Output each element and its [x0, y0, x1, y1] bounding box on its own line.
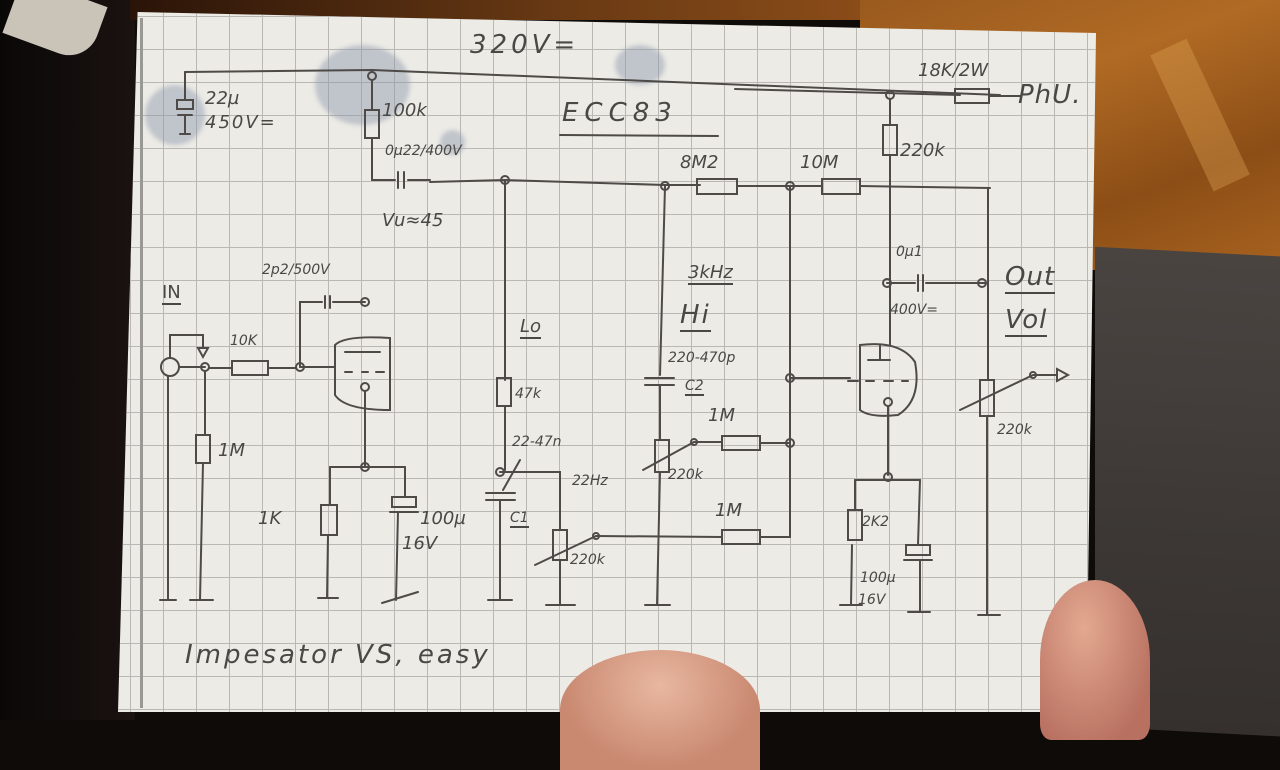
cathode-resistor-2-label: 2K2 [862, 514, 889, 530]
resistor-47k [496, 377, 512, 407]
output-label: Out [1005, 262, 1056, 294]
resistor-10m [821, 178, 861, 195]
cathode-resistor-1k [320, 504, 338, 536]
plate-resistor-2-label: 220k [900, 140, 945, 161]
lo-section-label: Lo [520, 316, 542, 339]
dropper-resistor [954, 88, 990, 104]
finger [1040, 580, 1150, 740]
plate-resistor-1-label: 100k [382, 100, 427, 121]
cathode-resistor-1-label: 1K [258, 508, 282, 529]
coupling-cap-label: 0µ22/400V [385, 143, 462, 159]
lo-frequency: 22Hz [572, 473, 608, 489]
tube-1-envelope [334, 336, 391, 412]
hi-cap-range: 220-470p [668, 350, 736, 366]
feedback-r1-label: 8M2 [680, 152, 719, 173]
output-cap-voltage: 400V= [890, 302, 939, 318]
cathode-cap-2-voltage: 16V [858, 592, 886, 608]
water-stain [145, 85, 205, 145]
junction-node [360, 297, 370, 307]
capacitor-c2 [644, 377, 675, 386]
lo-resistor-label: 47k [515, 386, 541, 402]
cathode-capacitor-2 [905, 544, 931, 556]
grid-leak-label: 1M [218, 440, 245, 461]
feedback-capacitor [324, 295, 331, 309]
lo-mix-resistor-label: 1M [715, 500, 742, 521]
schematic-drawing [159, 68, 1071, 616]
output-cap-label: 0µ1 [896, 244, 923, 260]
output-capacitor [917, 274, 924, 292]
input-resistor-10k [231, 360, 269, 376]
cathode-resistor-2k2 [847, 509, 863, 541]
cap-c1-label: C1 [510, 510, 529, 528]
volume-pot-label: 220k [997, 422, 1032, 438]
tube-2-envelope [859, 343, 918, 417]
water-stain [440, 130, 465, 155]
supply-source-label: PhU. [1018, 80, 1082, 110]
hi-mix-resistor-1m [721, 435, 761, 451]
supply-voltage-label: 320V= [470, 30, 580, 60]
paper-fold-line [140, 18, 143, 708]
supply-rail-lower [734, 88, 961, 96]
background-left [0, 0, 135, 720]
cathode-capacitor-100u [391, 496, 417, 508]
plate-resistor-100k [364, 109, 380, 139]
lo-cap-range: 22-47n [512, 434, 562, 450]
input-resistor-label: 10K [230, 333, 257, 349]
gain-note: Vu≈45 [382, 210, 444, 231]
hi-section-label: Hi [680, 300, 711, 332]
cathode-cap-1-label: 100µ [420, 508, 466, 529]
resistor-8m2 [696, 178, 738, 195]
lo-pot-label: 220k [570, 552, 605, 568]
dropper-resistor-label: 18K/2W [918, 60, 989, 81]
hi-frequency: 3kHz [688, 262, 733, 285]
hi-pot-label: 220k [668, 467, 703, 483]
coupling-capacitor [397, 171, 405, 189]
supply-rail [184, 68, 1001, 96]
background-top [130, 0, 860, 20]
schematic-title: Impesator VS, easy [185, 640, 491, 670]
junction-node [367, 71, 377, 81]
cap-c2-label: C2 [685, 378, 704, 396]
thumb [560, 650, 760, 770]
input-label: IN [162, 282, 181, 305]
lo-mix-resistor-1m [721, 529, 761, 545]
input-jack-icon [160, 357, 180, 377]
filter-cap-voltage: 450V= [205, 112, 277, 133]
tube-type-label: ECC83 [562, 98, 678, 128]
graph-paper-sheet [118, 12, 1096, 712]
cathode-cap-1-voltage: 16V [402, 533, 438, 554]
plate-resistor-220k [882, 124, 898, 156]
filter-cap-value: 22µ [205, 88, 240, 109]
water-stain [315, 45, 410, 125]
grid-leak-1m [195, 434, 211, 464]
feedback-cap-label: 2p2/500V [262, 262, 330, 278]
capacitor-c1 [485, 492, 516, 501]
volume-label: Vol [1005, 305, 1048, 337]
hi-mix-resistor-label: 1M [708, 405, 735, 426]
water-stain [615, 45, 665, 85]
cathode-cap-2-label: 100µ [860, 570, 896, 586]
filter-capacitor [176, 99, 194, 110]
feedback-r2-label: 10M [800, 152, 839, 173]
